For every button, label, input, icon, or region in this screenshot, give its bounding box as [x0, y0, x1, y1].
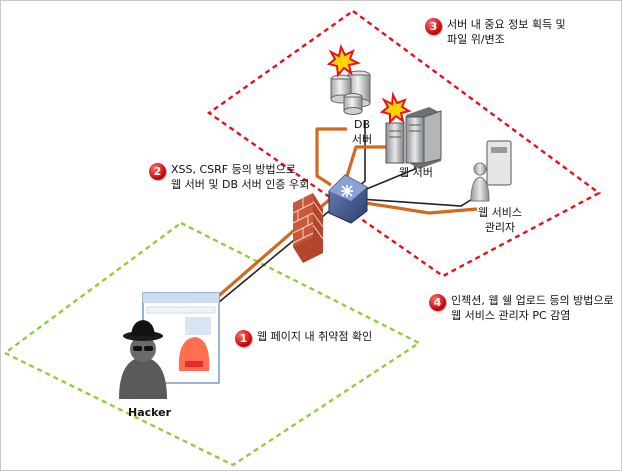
- web-server-label: 웹 서버: [399, 166, 433, 179]
- external-zone: [2, 221, 422, 467]
- explosion-icon: [326, 44, 361, 78]
- step-number-badge: 2: [149, 163, 166, 180]
- explosion-icon: [379, 91, 412, 125]
- step-text: 웹 페이지 내 취약점 확인: [257, 330, 373, 343]
- admin-icon: [470, 140, 512, 202]
- step-number-badge: 4: [429, 294, 446, 311]
- step-text: XSS, CSRF 등의 방법으로: [171, 163, 296, 176]
- step-text: 인젝션, 웹 쉘 업로드 등의 방법으로: [451, 294, 614, 307]
- db-server-icon: [326, 44, 371, 115]
- switch-icon: [328, 174, 368, 224]
- step-number-badge: 1: [235, 330, 252, 347]
- step-number-badge: 3: [425, 18, 442, 35]
- hacker-label: Hacker: [128, 406, 172, 419]
- hacker-icon: [119, 320, 167, 399]
- step-text: 서버 내 중요 정보 획득 및: [447, 18, 566, 31]
- firewall-icon: [292, 193, 324, 263]
- step-text: 웹 서버 및 DB 서버 인증 우회: [171, 178, 310, 191]
- web-server-icon: [379, 91, 442, 169]
- step-text: 웹 서비스 관리자 PC 감염: [451, 309, 571, 322]
- step-text: 파일 위/변조: [447, 33, 505, 46]
